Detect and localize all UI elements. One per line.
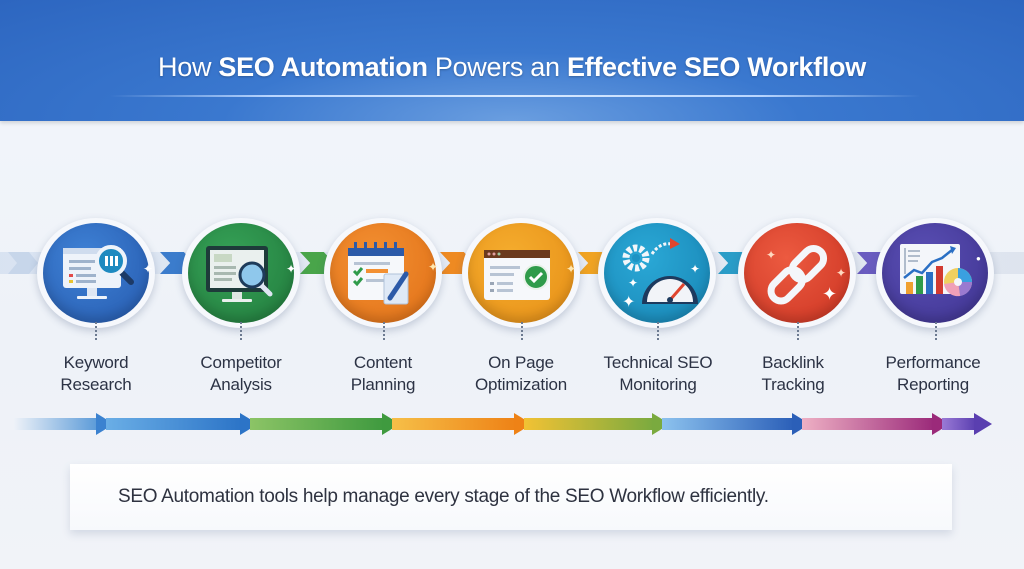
flow-arrow-0 [14, 413, 114, 435]
monitor-search-icon [206, 246, 273, 302]
step-label-backlink-tracking: Backlink Tracking [723, 352, 863, 396]
flow-arrow-4 [524, 413, 670, 435]
monitor-magnifier-icon [63, 245, 134, 299]
step-label-keyword-research: Keyword Research [26, 352, 166, 396]
label-line2: Research [60, 375, 132, 394]
page-title: How SEO Automation Powers an Effective S… [0, 52, 1024, 83]
flow-arrow-1 [106, 413, 258, 435]
dotted-connector [521, 322, 523, 342]
header-banner: How SEO Automation Powers an Effective S… [0, 0, 1024, 121]
step-competitor-analysis: ✦ [182, 218, 302, 330]
dotted-connector [240, 322, 242, 342]
sparkle-icon: ● [976, 254, 981, 263]
step-technical-seo-monitoring: ✦ ✦ ✦ [598, 218, 718, 330]
title-part-effective-workflow: Effective SEO Workflow [566, 52, 866, 82]
step-label-technical-seo-monitoring: Technical SEO Monitoring [588, 352, 728, 396]
label-line1: Performance [885, 353, 981, 372]
label-line1: On Page [488, 353, 554, 372]
sparkle-icon: ✦ [143, 262, 154, 276]
dotted-connector [797, 322, 799, 342]
label-line2: Reporting [897, 375, 969, 394]
label-line2: Tracking [761, 375, 825, 394]
step-keyword-research: ✦ [37, 218, 157, 330]
dotted-connector [935, 322, 937, 342]
dotted-connector [383, 322, 385, 342]
step-performance-reporting: ● [876, 218, 996, 330]
step-on-page-optimization: ✦ [462, 218, 582, 330]
step-circle [604, 223, 710, 323]
sparkle-icon: ✦ [836, 266, 847, 280]
step-backlink-tracking: ✦ ✦ ✦ [738, 218, 858, 330]
label-line1: Competitor [200, 353, 282, 372]
label-line1: Keyword [63, 353, 129, 372]
dotted-connector [657, 322, 659, 342]
step-content-planning: ✦ [324, 218, 444, 330]
sparkle-icon: ✦ [822, 284, 838, 304]
title-part-powers-an: Powers an [427, 52, 567, 82]
sparkle-icon: ✦ [622, 294, 636, 311]
label-line2: Optimization [474, 375, 568, 394]
step-label-content-planning: Content Planning [313, 352, 453, 396]
label-line1: Backlink [762, 353, 824, 372]
sparkle-icon: ✦ [428, 260, 439, 274]
label-line1: Content [353, 353, 413, 372]
chain-link-icon [767, 244, 828, 305]
sparkle-icon: ✦ [566, 262, 577, 276]
label-line2: Monitoring [619, 375, 697, 394]
step-label-competitor-analysis: Competitor Analysis [171, 352, 311, 396]
step-label-on-page-optimization: On Page Optimization [451, 352, 591, 396]
label-line1: Technical SEO [603, 353, 713, 372]
flow-arrow-3 [392, 413, 532, 435]
flow-arrow-2 [250, 413, 400, 435]
title-part-how: How [158, 52, 219, 82]
dotted-connector [95, 322, 97, 342]
sparkle-icon: ✦ [766, 248, 777, 262]
calendar-checklist-pencil-icon [348, 242, 409, 305]
flow-arrow-6 [802, 413, 950, 435]
title-underline-divider [110, 95, 920, 97]
footer-caption: SEO Automation tools help manage every s… [118, 486, 769, 507]
bar-chart-report-icon [900, 244, 973, 297]
sparkle-icon: ✦ [286, 262, 297, 276]
gear-speedometer-icon [622, 238, 698, 304]
title-part-seo-automation: SEO Automation [218, 52, 428, 82]
label-line2: Planning [350, 375, 416, 394]
chevron-connector-0 [8, 252, 38, 274]
step-label-performance-reporting: Performance Reporting [863, 352, 1003, 396]
flow-arrow-5 [662, 413, 810, 435]
footer-caption-box [70, 464, 952, 530]
label-line2: Analysis [210, 375, 272, 394]
sparkle-icon: ✦ [628, 276, 639, 290]
flow-arrow-7 [942, 413, 992, 435]
sparkle-icon: ✦ [690, 262, 701, 276]
browser-check-icon [484, 250, 550, 300]
